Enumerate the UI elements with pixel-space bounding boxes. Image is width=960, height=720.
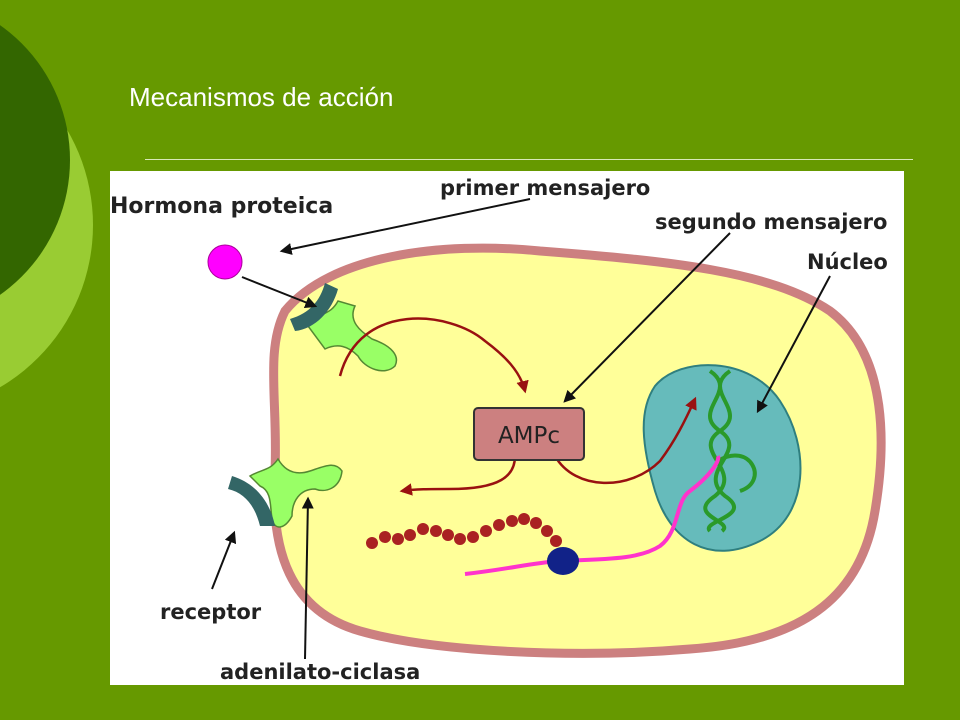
label-arrows bbox=[211, 198, 831, 660]
label-first-messenger: primer mensajero bbox=[440, 176, 650, 200]
signal-arrows bbox=[338, 317, 697, 496]
label-nucleus: Núcleo bbox=[807, 250, 888, 274]
label-adenylate-cyclase: adenilato-ciclasa bbox=[220, 660, 420, 684]
title-divider bbox=[145, 159, 913, 160]
hormone-molecule bbox=[207, 244, 243, 280]
slide-title: Mecanismos de acción bbox=[129, 82, 394, 112]
receptor-bottom bbox=[228, 457, 343, 528]
label-second-messenger: segundo mensajero bbox=[655, 210, 887, 234]
cell-signaling-diagram: AMPc Hormona proteica primer mensajero s… bbox=[110, 171, 904, 685]
label-receptor: receptor bbox=[160, 600, 262, 624]
mrna-strand bbox=[464, 455, 721, 576]
ampc-label: AMPc bbox=[498, 423, 560, 449]
ribosome bbox=[547, 547, 579, 575]
dna-strand bbox=[703, 369, 757, 533]
protein-chain bbox=[366, 513, 562, 549]
dark-green-circle bbox=[0, 25, 70, 295]
ampc-box: AMPc bbox=[473, 407, 585, 461]
label-hormone: Hormona proteica bbox=[110, 194, 333, 219]
